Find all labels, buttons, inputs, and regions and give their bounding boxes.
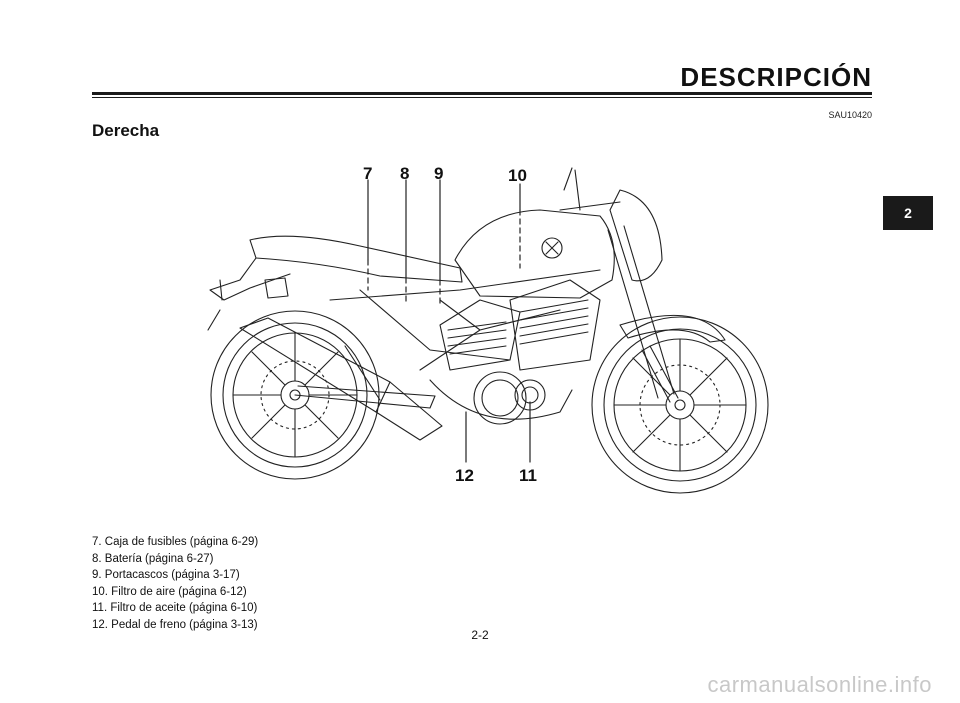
headlight-fairing — [559, 167, 663, 282]
legend-item: 9. Portacascos (página 3-17) — [92, 569, 240, 581]
callout-11: 11 — [519, 466, 537, 485]
callout-leaders — [367, 179, 531, 463]
front-fork — [607, 225, 726, 403]
chapter-tab: 2 — [883, 196, 933, 230]
legend-item: 12. Pedal de freno (página 3-13) — [92, 618, 258, 631]
chapter-tab-label: 2 — [904, 205, 912, 221]
parts-legend: 7. Caja de fusibles (página 6-29) 8. Bat… — [92, 534, 258, 633]
exhaust-muffler — [239, 317, 443, 441]
callout-7: 7 — [363, 164, 373, 183]
frame — [329, 269, 601, 371]
swingarm — [294, 345, 436, 409]
header-rule-thick — [92, 92, 872, 95]
callout-8: 8 — [400, 164, 410, 183]
legend-item: 11. Filtro de aceite (página 6-10) — [92, 602, 258, 614]
legend-item: 8. Batería (página 6-27) — [92, 552, 214, 565]
page-number: 2-2 — [471, 628, 489, 642]
callout-9: 9 — [434, 164, 444, 183]
page-subtitle: Derecha — [92, 121, 160, 140]
callout-10: 10 — [508, 166, 527, 185]
legend-item: 10. Filtro de aire (página 6-12) — [92, 585, 247, 598]
front-wheel — [591, 316, 769, 494]
motorcycle-illustration — [207, 167, 769, 494]
rear-wheel — [210, 310, 380, 480]
seat-tail — [207, 235, 463, 331]
legend-item: 7. Caja de fusibles (página 6-29) — [92, 536, 259, 548]
fuel-tank — [454, 209, 615, 299]
callout-12: 12 — [455, 466, 474, 485]
document-code: SAU10420 — [828, 110, 872, 120]
watermark: carmanualsonline.info — [707, 672, 932, 697]
section-title: DESCRIPCIÓN — [680, 62, 872, 92]
engine — [429, 279, 601, 425]
header-rule-thin — [92, 97, 872, 98]
